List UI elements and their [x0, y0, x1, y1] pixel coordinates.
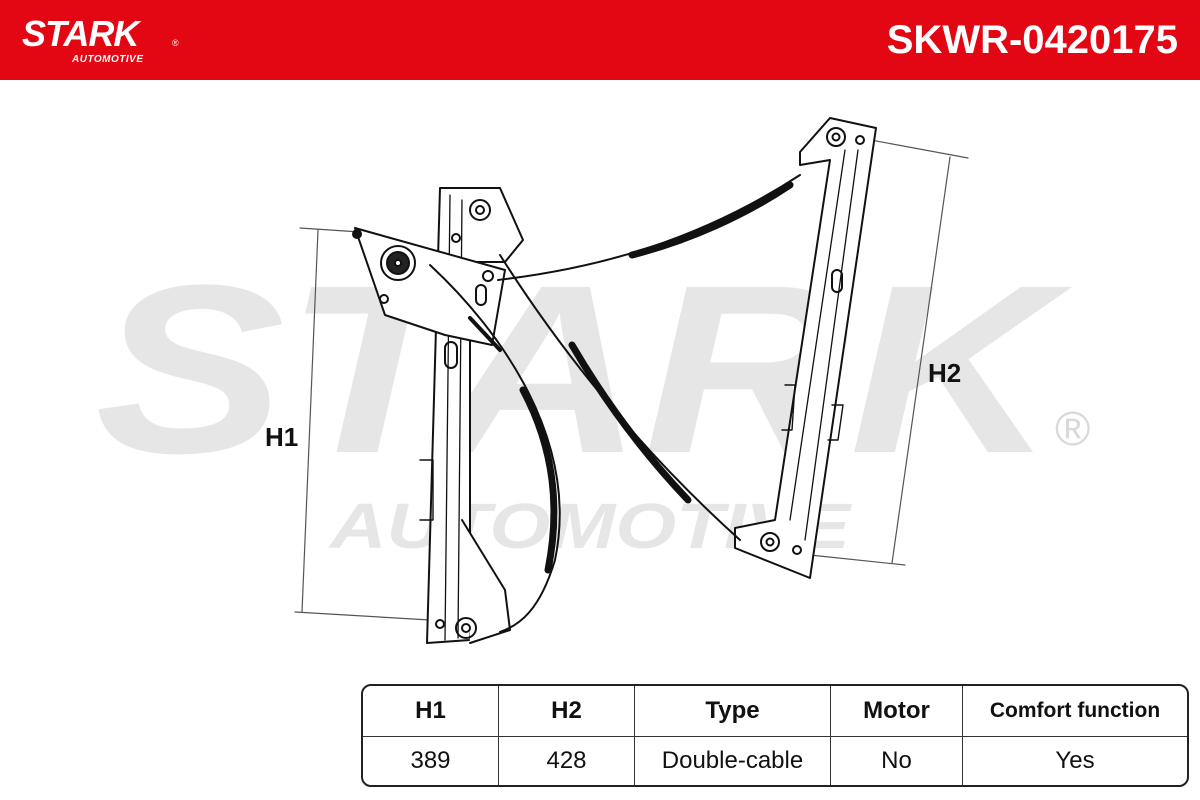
logo-text: STARK	[22, 13, 139, 54]
stark-logo: STARK ® AUTOMOTIVE	[22, 10, 192, 70]
motor-mount-plate	[352, 227, 506, 346]
value-type: Double-cable	[635, 737, 831, 785]
logo-registered-mark: ®	[172, 38, 179, 48]
value-h1: 389	[363, 737, 499, 785]
spec-table: H1 H2 Type Motor Comfort function 389 42…	[361, 684, 1189, 787]
value-motor: No	[831, 737, 963, 785]
h2-dimension	[809, 137, 969, 566]
h2-label: H2	[928, 358, 962, 388]
value-comfort-function: Yes	[1055, 747, 1095, 774]
right-rail	[734, 117, 877, 579]
h1-label: H1	[265, 422, 299, 452]
header-comfort-function: Comfort function	[963, 686, 1187, 737]
spec-header-row: H1 H2 Type Motor Comfort function	[363, 686, 1187, 737]
value-h2: 428	[499, 737, 635, 785]
header-bar: STARK ® AUTOMOTIVE SKWR-0420175	[0, 0, 1200, 80]
regulator-cables	[429, 174, 801, 633]
window-regulator-drawing	[294, 117, 969, 644]
header-type: Type	[635, 686, 831, 737]
header-h1: H1	[363, 686, 499, 737]
h1-dimension	[294, 227, 431, 621]
spec-value-row: 389 428 Double-cable No Yes	[363, 737, 1187, 785]
header-motor: Motor	[831, 686, 963, 737]
header-h2: H2	[499, 686, 635, 737]
logo-subtext: AUTOMOTIVE	[72, 54, 144, 65]
part-number: SKWR-0420175	[886, 18, 1178, 62]
